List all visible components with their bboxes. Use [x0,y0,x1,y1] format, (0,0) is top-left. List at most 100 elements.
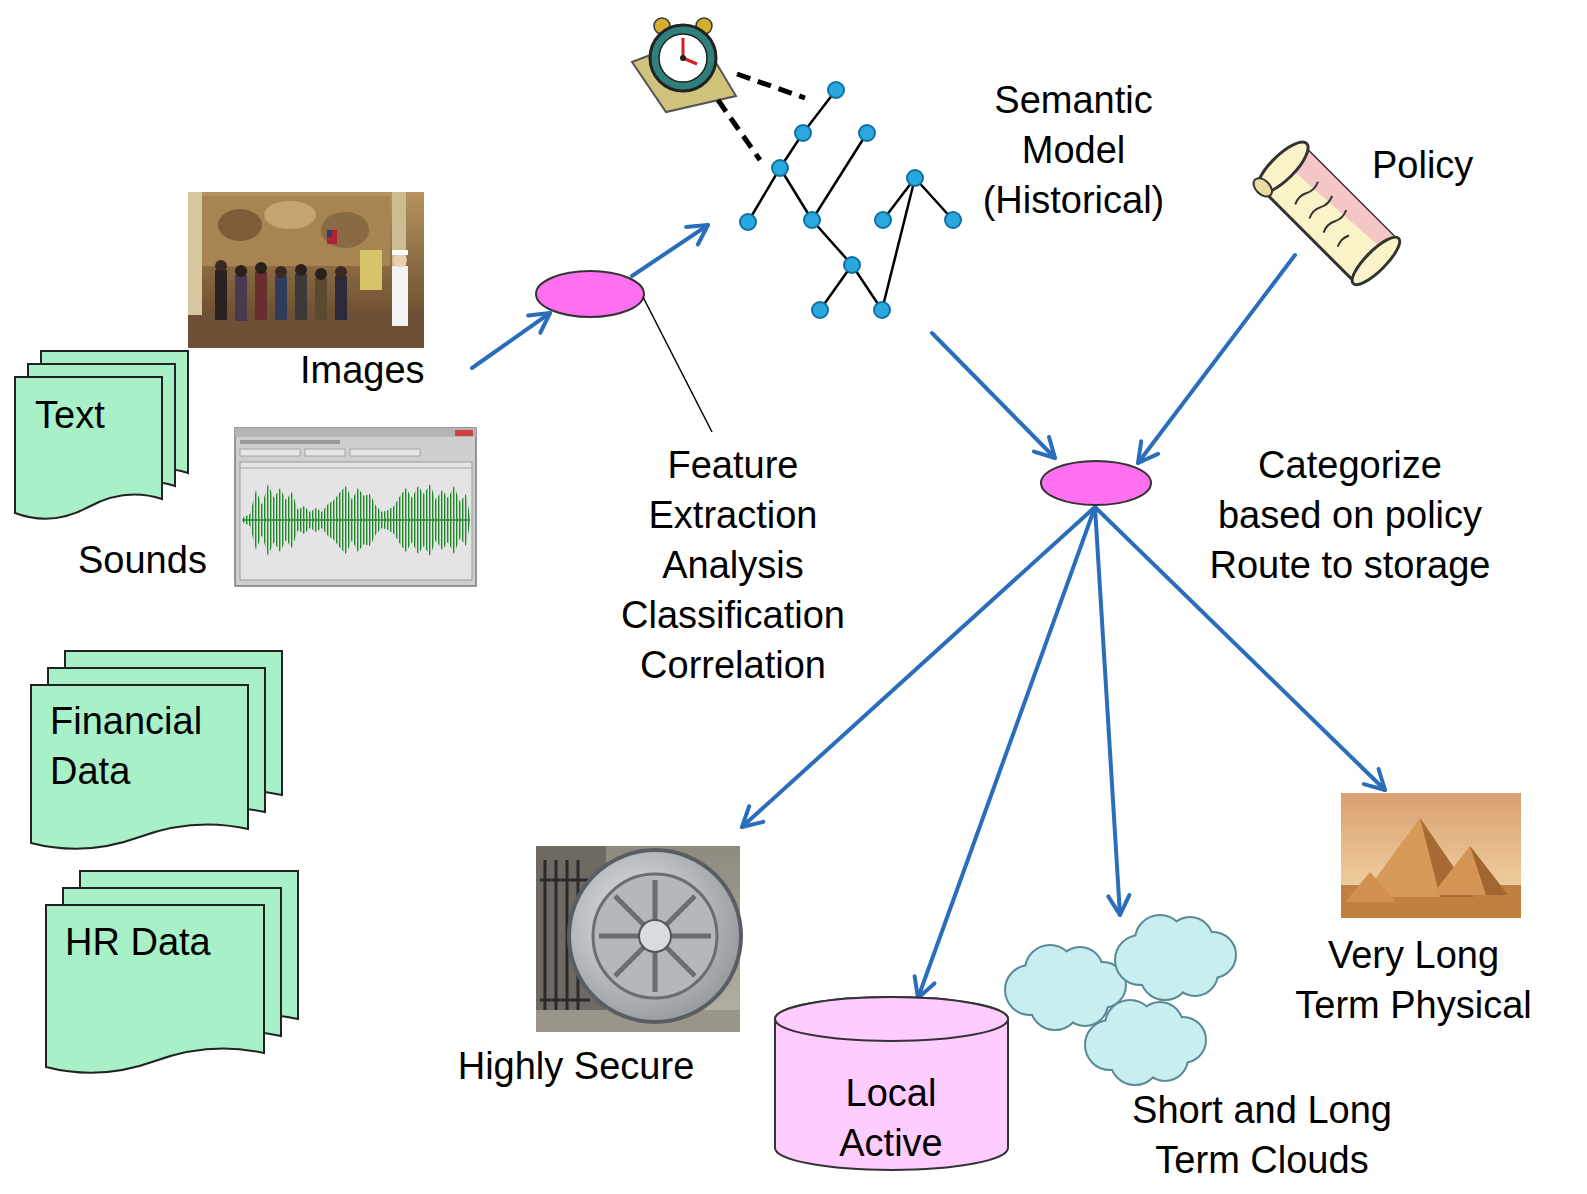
semantic-model: Semantic Model (Historical) [700,75,1183,335]
flow-line [1138,255,1295,463]
waveform-window [235,428,476,586]
museum-photo [295,264,307,276]
museum-photo [335,276,347,320]
vault-photo [536,846,741,1032]
museum-photo [392,250,408,255]
cylinder-body [775,997,1008,1170]
clock-icon [659,34,707,82]
waveform-window [240,468,472,469]
flow-arrow [632,225,708,276]
arrow-head [1364,769,1385,790]
policy-scroll [1346,231,1405,290]
process-ellipse: Feature Extraction Analysis Classificati… [535,270,865,695]
arrow-head [1138,441,1158,463]
museum-photo [315,268,327,280]
cylinder-top [775,997,1008,1041]
museum-photo [315,278,327,320]
museum-photo [215,260,227,272]
semantic-tree [859,125,875,141]
pyramids-photo [1345,872,1396,902]
cloud-shape [1116,916,1235,999]
waveform-window [240,449,300,456]
vault-photo [593,874,717,998]
waveform-window [240,460,472,580]
flow-arrow [915,507,1095,998]
cloud-shape [1086,1001,1205,1084]
clock-icon [680,55,686,61]
policy-scroll [1250,175,1275,200]
flow-line [472,313,550,368]
museum-photo [295,274,307,320]
dashed-link [718,74,805,160]
waveform-window [240,460,472,580]
museum-photo [321,212,369,248]
semantic-tree [740,214,756,230]
waveform-window [240,460,472,580]
museum-photo [188,192,424,348]
storage-cylinder: Local Active [773,995,1010,1172]
node-label: Images [300,345,470,395]
waveform-window [455,430,473,436]
semantic-tree [748,168,780,222]
vault-photo [540,999,590,1002]
vault-photo [540,879,590,882]
policy-doc: Policy [1262,118,1489,290]
semantic-tree [795,125,811,141]
semantic-tree [945,212,961,228]
document-page [31,685,248,849]
museum-photo [218,209,262,241]
pyramids-photo [1341,793,1521,918]
arrow-head [742,806,763,827]
vault-photo [615,896,695,976]
vault-photo [599,880,711,992]
secure-storage: Highly Secure [445,825,745,1093]
pyramids-photo [1432,846,1508,895]
document-stack: Text [14,350,189,522]
museum-photo [327,230,337,244]
document-stack: Financial Data [30,650,283,852]
museum-photo [392,266,408,326]
node-label: Feature Extraction Analysis Classificati… [603,440,863,690]
semantic-tree [812,133,867,220]
museum-photo [215,270,227,320]
waveform-window [242,519,470,521]
cloud-shape [1006,916,1235,1084]
clock-icon [650,25,716,91]
vault-photo [536,846,740,1032]
document-page [46,905,264,1073]
semantic-tree [812,302,828,318]
flow-line [1095,507,1120,915]
museum-photo [327,230,332,237]
flow-line [632,225,708,276]
waveform-window [350,449,420,456]
policy-scroll [1294,180,1319,205]
waveform-window [305,449,345,456]
policy-scroll [1336,234,1349,247]
vault-photo [615,896,695,976]
semantic-tree [875,212,891,228]
semantic-tree [740,82,961,318]
flow-arrow [932,333,1055,458]
clock-icon [632,18,736,112]
flow-line [918,507,1095,998]
semantic-tree [740,82,961,318]
node-label: Policy [1372,140,1487,190]
vault-photo [639,920,671,952]
flow-arrow [1095,507,1129,915]
semantic-tree [828,82,844,98]
vault-photo [555,860,558,1020]
museum-photo [188,192,424,348]
vault-photo [569,850,741,1022]
flow-line [932,333,1055,458]
image-source: Images [188,192,472,397]
node-label: Sounds [78,535,228,585]
cloud-shape [1116,916,1235,999]
semantic-tree [882,178,915,310]
waveform-window [240,440,340,444]
physical-storage: Very Long Term Physical [1282,788,1547,1032]
waveform-window [235,428,476,586]
leader-line [643,297,712,432]
museum-photo [275,266,287,278]
